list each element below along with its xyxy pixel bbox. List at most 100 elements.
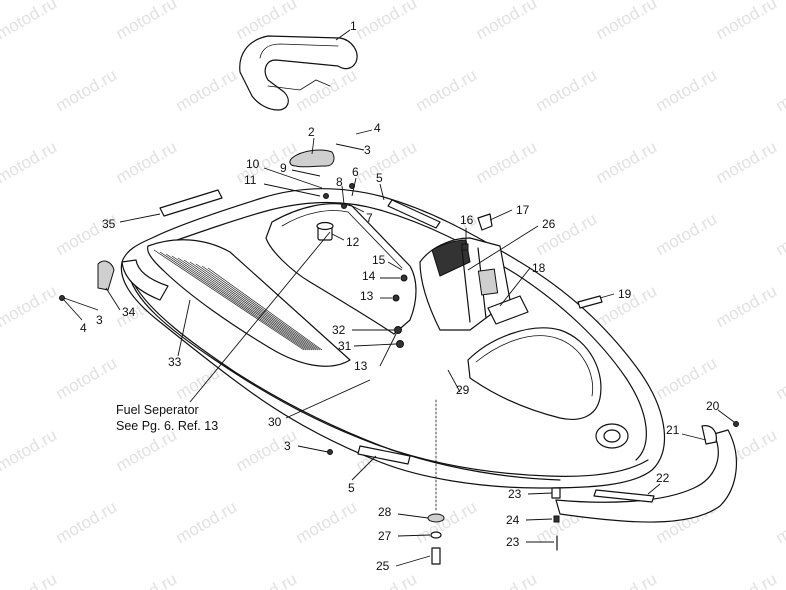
leader-3c (297, 445, 329, 453)
leader-5a (379, 183, 385, 201)
leader-4a (355, 129, 373, 135)
part-25-drain-plug (431, 547, 441, 565)
leader-9 (291, 169, 321, 177)
callout-21: 21 (666, 423, 680, 437)
watermark-text: motod.ru (473, 569, 541, 590)
leader-12 (331, 233, 345, 241)
watermark-text: motod.ru (53, 65, 121, 115)
callout-3c: 3 (284, 439, 291, 453)
watermark-text: motod.ru (353, 0, 421, 43)
watermark-text: motod.ru (653, 209, 721, 259)
leader-35 (119, 213, 161, 223)
leader-15 (387, 261, 403, 271)
callout-28: 28 (378, 505, 392, 519)
hull-rail-2 (133, 283, 561, 481)
callout-25: 25 (376, 559, 390, 573)
watermark-text: motod.ru (173, 65, 241, 115)
callout-4b: 4 (80, 321, 87, 335)
leader-27 (397, 534, 431, 537)
part-19-strip (577, 295, 603, 309)
fastener-stack (427, 399, 561, 565)
leader-7 (347, 203, 365, 213)
note-line-1: Fuel Seperator (116, 403, 199, 417)
watermark-text: motod.ru (113, 569, 181, 590)
leader-11 (263, 183, 321, 197)
part-28-washer (427, 513, 445, 523)
callout-13a: 13 (360, 289, 374, 303)
watermark-text: motod.ru (293, 65, 361, 115)
leader-3a (335, 143, 365, 151)
part-4-screw-side (59, 295, 65, 301)
watermark-text: motod.ru (713, 569, 781, 590)
leader-26 (467, 225, 539, 271)
leader-33 (177, 299, 191, 357)
deck-outline (120, 188, 665, 489)
callout-12: 12 (346, 235, 360, 249)
part-3-screw-lower (327, 449, 333, 455)
part-31-screw (396, 340, 404, 348)
part-5-rub-strip-upper (387, 199, 441, 229)
callout-22: 22 (656, 471, 670, 485)
part-5-rub-strip-lower (357, 445, 411, 465)
part-14-bolt (400, 274, 408, 282)
bow-bumper-cap (701, 425, 717, 445)
callout-13b: 13 (354, 359, 368, 373)
callout-23a: 23 (508, 487, 522, 501)
front-hatch-inner (475, 335, 594, 397)
grab-handle-base (267, 79, 331, 91)
mat-rib (189, 261, 317, 351)
part-24-nut (553, 515, 560, 523)
callout-33: 33 (168, 355, 182, 369)
watermark-text: motod.ru (773, 65, 786, 115)
grab-handle (239, 35, 358, 111)
watermark-text: motod.ru (473, 0, 541, 43)
fuel-cap-top (316, 221, 334, 231)
leader-10 (263, 167, 323, 189)
callout-9: 9 (280, 161, 287, 175)
mat-rib (153, 249, 305, 351)
part-11-screw (323, 193, 329, 199)
watermark-text: motod.ru (773, 497, 786, 547)
mat-rib (177, 257, 313, 351)
callout-8: 8 (336, 175, 343, 189)
part-12-fuel-cap (316, 221, 334, 241)
leader-29 (447, 369, 461, 393)
callout-11: 11 (244, 173, 257, 187)
part-22-trim (593, 489, 655, 503)
part-13-bolt (392, 294, 400, 302)
callout-2: 2 (308, 125, 315, 139)
mat-rib (201, 265, 321, 351)
mat-rib (183, 259, 315, 351)
watermark-text: motod.ru (413, 497, 481, 547)
leader-31 (353, 343, 397, 347)
watermark-text: motod.ru (713, 281, 781, 331)
callout-32: 32 (332, 323, 346, 337)
watermark-text: motod.ru (0, 281, 60, 331)
watermark-text: motod.ru (0, 0, 60, 43)
watermark-text: motod.ru (413, 65, 481, 115)
callout-1: 1 (350, 19, 357, 33)
watermark-text: motod.ru (353, 137, 421, 187)
watermark-text: motod.ru (713, 137, 781, 187)
footwell-mat-ribs (153, 249, 323, 351)
watermark-text: motod.ru (113, 137, 181, 187)
watermark-text: motod.ru (473, 137, 541, 187)
watermark-text: motod.ru (653, 353, 721, 403)
callout-14: 14 (362, 269, 376, 283)
callout-34: 34 (122, 305, 136, 319)
part-21-22-bow-bumper (555, 425, 738, 523)
part-2-pad (289, 149, 335, 168)
front-hatch (467, 327, 602, 420)
part-32-screw (394, 326, 402, 334)
mat-rib (195, 263, 319, 351)
watermark-text: motod.ru (0, 569, 60, 590)
leader-13b (379, 333, 397, 367)
leader-4b (63, 299, 83, 321)
grab-handle-edge (259, 43, 339, 59)
callout-5b: 5 (348, 481, 355, 495)
callout-3b: 3 (96, 313, 103, 327)
leader-20 (717, 409, 735, 423)
seat-well-edge (281, 210, 403, 269)
callout-20: 20 (706, 399, 720, 413)
